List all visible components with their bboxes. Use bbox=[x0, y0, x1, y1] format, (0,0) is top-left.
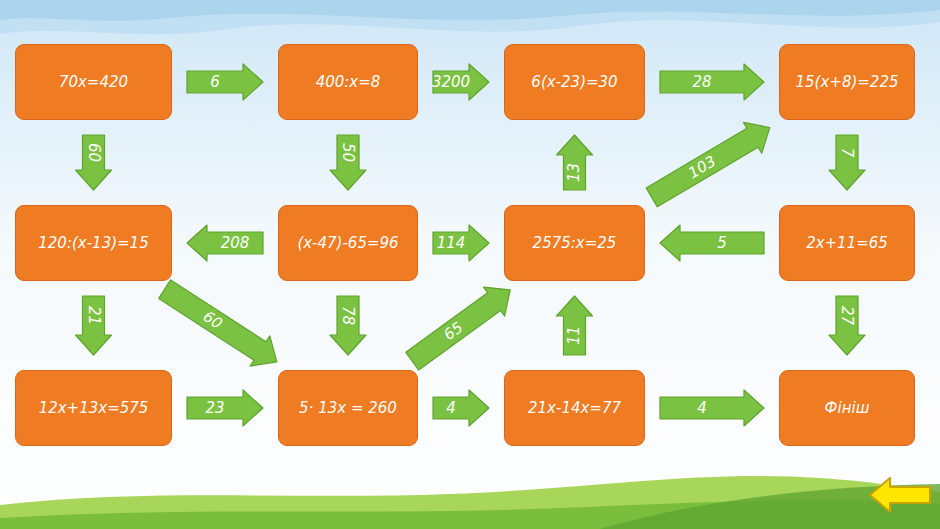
arrow-label: 60 bbox=[86, 143, 101, 162]
equation-text: 2575:x=25 bbox=[533, 234, 617, 252]
back-arrow bbox=[870, 478, 930, 512]
block-arrow bbox=[646, 122, 770, 207]
process-box: 120:(x-13)=15 bbox=[15, 205, 172, 281]
block-arrow bbox=[660, 225, 764, 261]
equation-text: 400:x=8 bbox=[316, 73, 381, 91]
block-arrow bbox=[187, 64, 263, 100]
block-arrow bbox=[829, 135, 865, 190]
block-arrow bbox=[330, 296, 366, 355]
process-box: 2x+11=65 bbox=[779, 205, 915, 281]
equation-text: Фініш bbox=[825, 399, 870, 417]
process-box: 70x=420 bbox=[15, 44, 172, 120]
arrow-label: 50 bbox=[341, 143, 356, 162]
equation-text: 21x-14x=77 bbox=[528, 399, 621, 417]
process-box: 21x-14x=77 bbox=[504, 370, 645, 446]
process-box: 5· 13x = 260 bbox=[278, 370, 418, 446]
equation-text: 12x+13x=575 bbox=[39, 399, 149, 417]
block-arrow bbox=[433, 225, 489, 261]
arrow-label: 208 bbox=[221, 236, 250, 251]
equation-text: 70x=420 bbox=[59, 73, 128, 91]
block-arrow bbox=[406, 287, 510, 370]
process-box: 15(x+8)=225 bbox=[779, 44, 915, 120]
block-arrow bbox=[557, 296, 593, 355]
block-arrow bbox=[76, 135, 112, 190]
process-box: 6(x-23)=30 bbox=[504, 44, 645, 120]
arrow-label: 27 bbox=[840, 306, 855, 325]
block-arrow bbox=[557, 135, 593, 190]
arrow-label: 7 bbox=[839, 148, 854, 158]
process-box: 12x+13x=575 bbox=[15, 370, 172, 446]
hill bbox=[0, 476, 940, 529]
equation-text: 120:(x-13)=15 bbox=[38, 234, 148, 252]
process-box: Фініш bbox=[779, 370, 915, 446]
arrow-label: 78 bbox=[341, 306, 356, 325]
block-arrow bbox=[660, 390, 764, 426]
block-arrow bbox=[330, 135, 366, 190]
block-arrow bbox=[159, 280, 277, 366]
process-box: 400:x=8 bbox=[278, 44, 418, 120]
arrow-label: 4 bbox=[446, 401, 456, 416]
arrow-label: 114 bbox=[437, 236, 466, 251]
process-box: 2575:x=25 bbox=[504, 205, 645, 281]
arrow-label: 23 bbox=[205, 401, 224, 416]
process-box: (x-47)-65=96 bbox=[278, 205, 418, 281]
block-arrow bbox=[187, 390, 263, 426]
arrow-label: 11 bbox=[567, 326, 582, 345]
cloud-band bbox=[0, 0, 940, 21]
block-arrow bbox=[76, 296, 112, 355]
block-arrow bbox=[187, 225, 263, 261]
equation-text: (x-47)-65=96 bbox=[297, 234, 398, 252]
equation-text: 5· 13x = 260 bbox=[299, 399, 397, 417]
equation-text: 2x+11=65 bbox=[806, 234, 888, 252]
equation-text: 6(x-23)=30 bbox=[531, 73, 617, 91]
equation-text: 15(x+8)=225 bbox=[796, 73, 899, 91]
arrow-label: 3200 bbox=[432, 75, 470, 90]
arrow-label: 4 bbox=[697, 401, 707, 416]
cloud-band bbox=[0, 0, 940, 34]
block-arrow bbox=[660, 64, 764, 100]
arrow-label: 6 bbox=[210, 75, 220, 90]
arrow-label: 28 bbox=[692, 75, 711, 90]
arrow-label: 5 bbox=[717, 236, 727, 251]
block-arrow bbox=[433, 390, 489, 426]
arrow-label: 13 bbox=[567, 163, 582, 182]
block-arrow bbox=[829, 296, 865, 355]
arrow-label: 21 bbox=[86, 306, 101, 325]
